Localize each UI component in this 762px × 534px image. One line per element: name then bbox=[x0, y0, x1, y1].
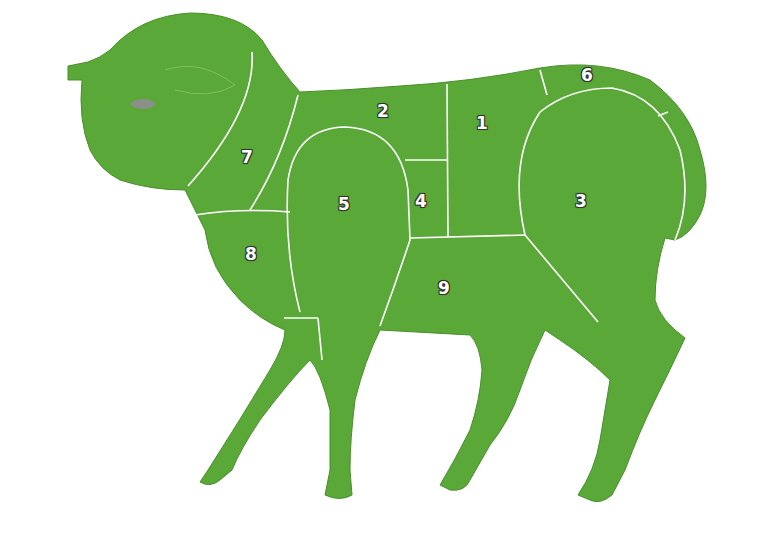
callout-number: 4 bbox=[415, 193, 427, 210]
cut-lines bbox=[188, 52, 685, 360]
callout-number: 6 bbox=[581, 67, 593, 84]
eye bbox=[131, 99, 155, 109]
callout-number: 1 bbox=[476, 115, 488, 132]
callout-number: 9 bbox=[438, 280, 450, 297]
callout-number: 8 bbox=[245, 246, 257, 263]
callout-number: 3 bbox=[575, 193, 587, 210]
callout-number: 7 bbox=[241, 149, 253, 166]
callout-number: 2 bbox=[377, 103, 389, 120]
ear-outline bbox=[165, 66, 235, 94]
lamb-silhouette bbox=[68, 13, 706, 502]
callout-number: 5 bbox=[338, 196, 350, 213]
